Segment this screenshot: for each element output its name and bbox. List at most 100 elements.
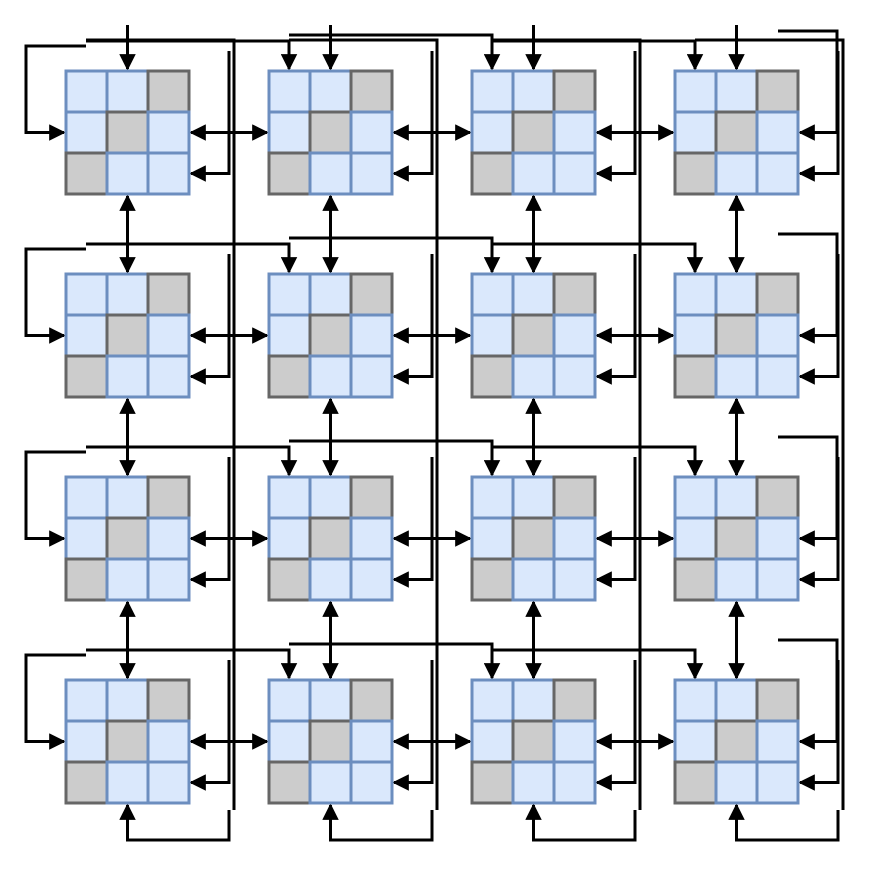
blue-cell bbox=[146, 151, 191, 196]
gray-cell bbox=[552, 475, 597, 520]
gray-cell bbox=[552, 678, 597, 723]
row-wrap-left-loop bbox=[24, 653, 86, 750]
blue-cell bbox=[552, 313, 597, 358]
row-wrap-feeder bbox=[595, 254, 637, 385]
row-wrap-left-loop bbox=[24, 44, 86, 141]
gray-cell bbox=[470, 354, 515, 399]
gray-cell bbox=[755, 678, 800, 723]
blue-cell bbox=[64, 678, 109, 723]
col-wrap-rail bbox=[695, 38, 845, 810]
blue-cell bbox=[146, 354, 191, 399]
gray-cell bbox=[105, 516, 150, 561]
gray-cell bbox=[267, 354, 312, 399]
blue-cell bbox=[267, 516, 312, 561]
blue-cell bbox=[349, 110, 394, 155]
blue-cell bbox=[267, 272, 312, 317]
gray-cell bbox=[714, 313, 759, 358]
blue-cell bbox=[470, 272, 515, 317]
blue-cell bbox=[714, 69, 759, 114]
row-wrap-feeder bbox=[392, 254, 434, 385]
gray-cell bbox=[673, 557, 718, 602]
row-wrap-top-bar bbox=[86, 39, 298, 71]
blue-cell bbox=[673, 69, 718, 114]
blue-cell bbox=[267, 475, 312, 520]
blue-cell bbox=[755, 760, 800, 805]
row-wrap-feeder bbox=[189, 254, 231, 385]
gray-cell bbox=[146, 678, 191, 723]
gray-cell bbox=[105, 719, 150, 764]
tile-r1-c1 bbox=[267, 272, 394, 399]
gray-cell bbox=[267, 760, 312, 805]
gray-cell bbox=[349, 678, 394, 723]
blue-cell bbox=[673, 475, 718, 520]
col-wrap-bottom-loop bbox=[119, 803, 231, 842]
blue-cell bbox=[105, 354, 150, 399]
gray-cell bbox=[267, 151, 312, 196]
tile-r1-c2 bbox=[470, 272, 597, 399]
blue-cell bbox=[755, 557, 800, 602]
col-wrap-bottom-loop bbox=[322, 803, 434, 842]
gray-cell bbox=[146, 475, 191, 520]
blue-cell bbox=[64, 69, 109, 114]
blue-cell bbox=[714, 678, 759, 723]
gray-cell bbox=[349, 475, 394, 520]
row-wrap-top-bar bbox=[492, 445, 704, 477]
row-wrap-top-bar bbox=[492, 648, 704, 680]
blue-cell bbox=[105, 272, 150, 317]
tile-r2-c3 bbox=[673, 475, 800, 602]
row-wrap-feeder bbox=[392, 660, 434, 791]
blue-cell bbox=[714, 151, 759, 196]
blue-cell bbox=[105, 475, 150, 520]
blue-cell bbox=[755, 313, 800, 358]
tile-r1-c0 bbox=[64, 272, 191, 399]
blue-cell bbox=[64, 272, 109, 317]
blue-cell bbox=[714, 760, 759, 805]
tile-r2-c2 bbox=[470, 475, 597, 602]
col-wrap-rail bbox=[289, 38, 439, 810]
blue-cell bbox=[755, 110, 800, 155]
blue-cell bbox=[146, 110, 191, 155]
row-wrap-top-bar bbox=[289, 642, 501, 680]
gray-cell bbox=[552, 272, 597, 317]
tile-r0-c0 bbox=[64, 69, 191, 196]
blue-cell bbox=[552, 760, 597, 805]
gray-cell bbox=[511, 313, 556, 358]
row-wrap-top-bar bbox=[289, 236, 501, 274]
blue-cell bbox=[511, 760, 556, 805]
blue-cell bbox=[511, 557, 556, 602]
blue-cell bbox=[105, 760, 150, 805]
row-wrap-top-bar bbox=[289, 439, 501, 477]
blue-cell bbox=[552, 557, 597, 602]
blue-cell bbox=[308, 475, 353, 520]
row-wrap-feeder bbox=[595, 457, 637, 588]
gray-cell bbox=[349, 69, 394, 114]
blue-cell bbox=[511, 272, 556, 317]
blue-cell bbox=[470, 719, 515, 764]
gray-cell bbox=[673, 760, 718, 805]
blue-cell bbox=[673, 313, 718, 358]
row-wrap-feeder bbox=[392, 457, 434, 588]
gray-cell bbox=[470, 760, 515, 805]
tile-r3-c1 bbox=[267, 678, 394, 805]
col-wrap-rail bbox=[86, 38, 236, 810]
gray-cell bbox=[349, 272, 394, 317]
gray-cell bbox=[470, 151, 515, 196]
col-wrap-bottom-loop bbox=[728, 803, 840, 842]
blue-cell bbox=[511, 69, 556, 114]
blue-cell bbox=[349, 313, 394, 358]
blue-cell bbox=[349, 354, 394, 399]
gray-cell bbox=[308, 313, 353, 358]
tile-r3-c0 bbox=[64, 678, 191, 805]
row-wrap-feeder bbox=[392, 51, 434, 182]
blue-cell bbox=[349, 719, 394, 764]
blue-cell bbox=[349, 760, 394, 805]
gray-cell bbox=[714, 516, 759, 561]
blue-cell bbox=[552, 151, 597, 196]
blue-cell bbox=[673, 110, 718, 155]
gray-cell bbox=[308, 719, 353, 764]
row-wrap-left-loop bbox=[24, 450, 86, 547]
blue-cell bbox=[673, 516, 718, 561]
blue-cell bbox=[673, 272, 718, 317]
tile-r2-c0 bbox=[64, 475, 191, 602]
